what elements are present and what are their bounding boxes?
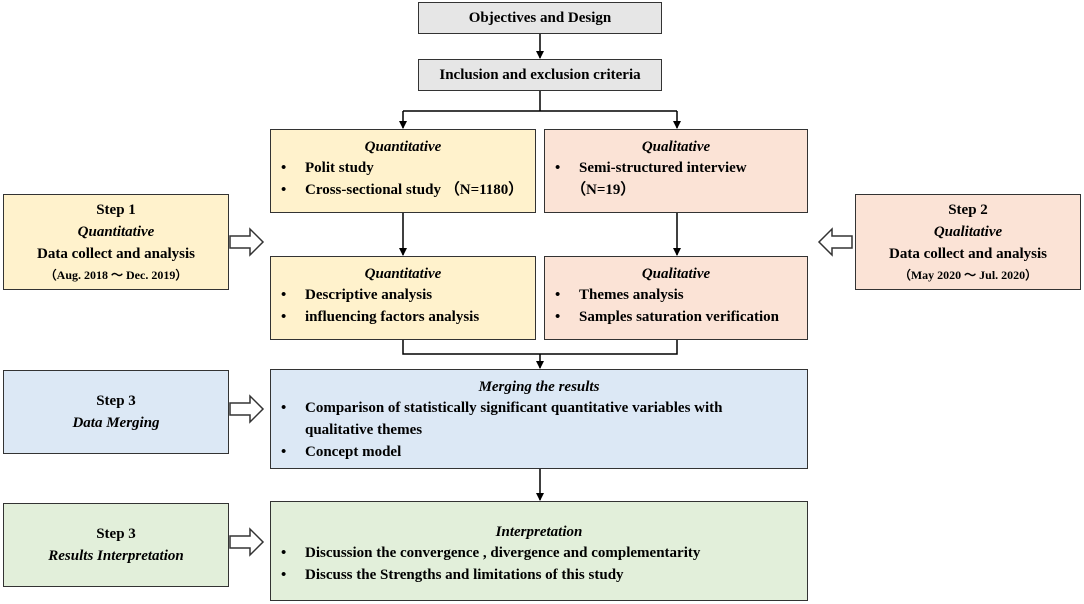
block-arrow-step3-merge bbox=[229, 394, 265, 424]
quantitative-design-heading: Quantitative bbox=[364, 139, 442, 155]
qualitative-analysis-box: Qualitative Themes analysis Samples satu… bbox=[544, 256, 808, 340]
block-arrow-step1 bbox=[229, 227, 265, 257]
criteria-label: Inclusion and exclusion criteria bbox=[439, 67, 641, 83]
step3-interpretation-box: Step 3 Results Interpretation bbox=[3, 503, 229, 587]
block-arrow-step3-interp bbox=[229, 527, 265, 557]
objectives-box: Objectives and Design bbox=[418, 2, 662, 34]
step1-title: Step 1 bbox=[96, 202, 136, 218]
step2-box: Step 2 Qualitative Data collect and anal… bbox=[855, 194, 1081, 290]
quantitative-design-item: Polit study bbox=[271, 157, 535, 179]
step2-period: （May 2020 ～ Jul. 2020） bbox=[898, 268, 1038, 282]
step3-merge-box: Step 3 Data Merging bbox=[3, 370, 229, 454]
qualitative-analysis-item: Themes analysis bbox=[545, 284, 807, 306]
step1-desc: Data collect and analysis bbox=[37, 246, 195, 262]
merging-results-item: Concept model bbox=[271, 441, 807, 463]
interpretation-heading: Interpretation bbox=[495, 524, 583, 540]
criteria-box: Inclusion and exclusion criteria bbox=[418, 59, 662, 91]
interpretation-item: Discussion the convergence , divergence … bbox=[271, 542, 807, 564]
quantitative-analysis-box: Quantitative Descriptive analysis influe… bbox=[270, 256, 536, 340]
step2-desc: Data collect and analysis bbox=[889, 246, 1047, 262]
step3-interpretation-title: Step 3 bbox=[96, 526, 136, 542]
quantitative-design-item: Cross-sectional study （N=1180） bbox=[271, 179, 535, 201]
step2-title: Step 2 bbox=[948, 202, 988, 218]
interpretation-item: Discuss the Strengths and limitations of… bbox=[271, 564, 807, 586]
line-join bbox=[402, 340, 678, 355]
quantitative-analysis-item: influencing factors analysis bbox=[271, 306, 535, 328]
quantitative-analysis-item: Descriptive analysis bbox=[271, 284, 535, 306]
step3-interpretation-type: Results Interpretation bbox=[48, 548, 184, 564]
quantitative-analysis-heading: Quantitative bbox=[364, 266, 442, 282]
qualitative-design-box: Qualitative Semi-structured interview （N… bbox=[544, 129, 808, 213]
step3-merge-type: Data Merging bbox=[72, 415, 160, 431]
qualitative-analysis-item: Samples saturation verification bbox=[545, 306, 807, 328]
qualitative-design-heading: Qualitative bbox=[641, 139, 711, 155]
qualitative-analysis-heading: Qualitative bbox=[641, 266, 711, 282]
step1-period: （Aug. 2018 ～ Dec. 2019） bbox=[44, 268, 188, 282]
step1-type: Quantitative bbox=[77, 224, 155, 240]
step1-box: Step 1 Quantitative Data collect and ana… bbox=[3, 194, 229, 290]
qualitative-design-item: Semi-structured interview bbox=[545, 157, 807, 179]
interpretation-box: Interpretation Discussion the convergenc… bbox=[270, 501, 808, 601]
qualitative-design-item-cont: （N=19） bbox=[571, 182, 636, 198]
merging-results-heading: Merging the results bbox=[478, 379, 600, 395]
block-arrow-step2 bbox=[817, 227, 853, 257]
merging-results-box: Merging the results Comparison of statis… bbox=[270, 369, 808, 469]
step3-merge-title: Step 3 bbox=[96, 393, 136, 409]
quantitative-design-box: Quantitative Polit study Cross-sectional… bbox=[270, 129, 536, 213]
step2-type: Qualitative bbox=[933, 224, 1003, 240]
merging-results-item-cont: qualitative themes bbox=[305, 422, 423, 438]
merging-results-item: Comparison of statistically significant … bbox=[271, 397, 807, 419]
objectives-label: Objectives and Design bbox=[468, 10, 612, 26]
